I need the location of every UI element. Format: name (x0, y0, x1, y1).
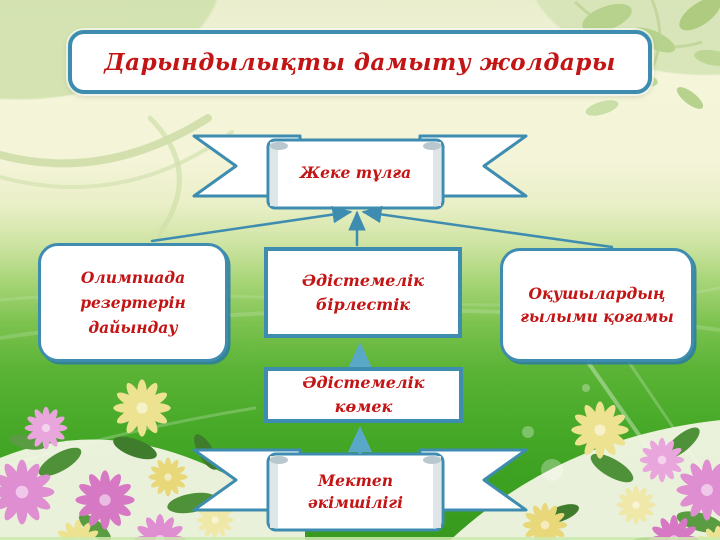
slide-title-text: Дарындылықты дамыту жолдары (104, 48, 616, 76)
ribbon-fold (433, 142, 441, 206)
top-ribbon-shape (192, 134, 528, 210)
ribbon-fold (433, 456, 441, 528)
ribbon-fold (270, 142, 278, 206)
node-students-society-box: Оқушылардың ғылыми қоғамы (500, 248, 694, 362)
node-methodical-union-box: Әдістемелік бірлестік (264, 247, 462, 338)
ribbon-fold (270, 456, 278, 528)
connector-lines (150, 205, 614, 454)
node-olympiad-reserve-box: Олимпиада резертерін дайындау (38, 243, 228, 362)
node-bottom-ribbon-label: Мектеп әкімшілігі (307, 470, 404, 512)
slide-title: Дарындылықты дамыту жолдары (68, 30, 652, 94)
flower-bouquet-decoration (0, 379, 305, 540)
bottom-ribbon-shape (192, 448, 528, 532)
node-top-ribbon-label: Жеке тұлға (299, 162, 412, 182)
node-methodical-help-box: Әдістемелік көмек (264, 367, 463, 423)
